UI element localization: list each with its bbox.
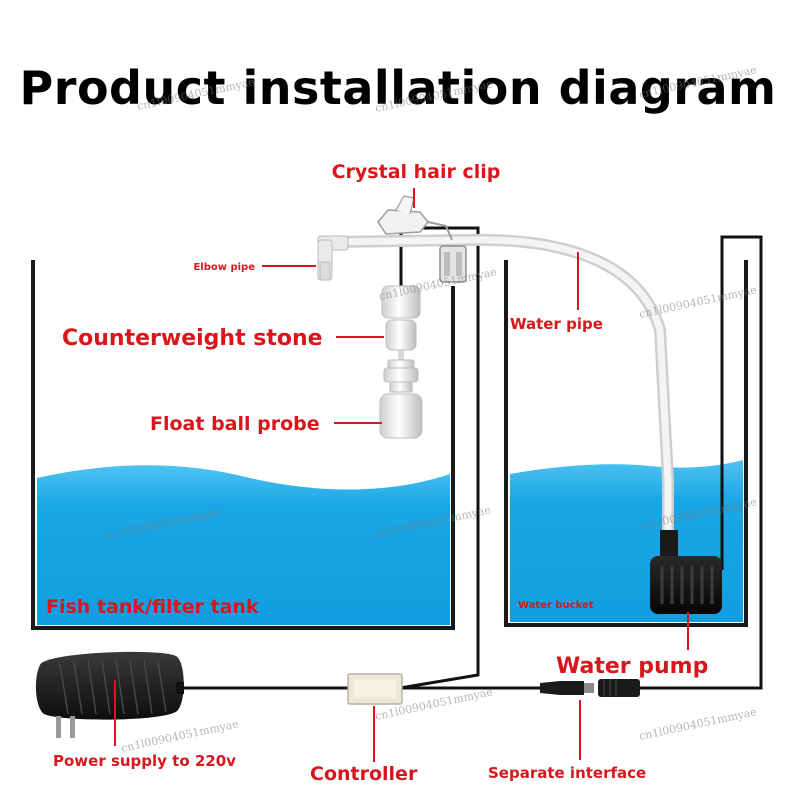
fish-tank-water	[37, 465, 450, 625]
label-separate-interface: Separate interface	[488, 764, 646, 782]
label-water-pipe: Water pipe	[510, 315, 603, 333]
label-power-supply: Power supply to 220v	[53, 752, 236, 770]
separate-interface-connector	[540, 679, 640, 697]
label-water-pump: Water pump	[556, 654, 708, 679]
pump-cable	[640, 235, 763, 690]
watermark: cn1l00904051mmyae	[120, 717, 240, 755]
watermark: cn1l00904051mmyae	[378, 265, 498, 303]
water-pump	[650, 530, 722, 614]
label-fish-tank: Fish tank/filter tank	[46, 596, 259, 618]
watermark: cn1l00904051mmyae	[638, 283, 758, 321]
label-counterweight-stone: Counterweight stone	[62, 326, 323, 351]
counterweight-stone-upper	[381, 285, 421, 319]
probe-cable	[399, 226, 480, 690]
label-controller: Controller	[310, 763, 418, 785]
crystal-hair-clip	[377, 195, 453, 241]
watermark: cn1l00904051mmyae	[638, 705, 758, 743]
water-bucket-outline	[504, 260, 748, 627]
power-adapter	[35, 651, 184, 738]
elbow-pipe	[317, 235, 349, 281]
label-float-ball-probe: Float ball probe	[150, 413, 320, 435]
label-crystal-hair-clip: Crystal hair clip	[332, 161, 501, 183]
tank-edge-clamp	[439, 245, 467, 283]
counterweight-stone-lower	[385, 319, 417, 351]
float-ball-probe	[379, 350, 423, 439]
label-water-bucket: Water bucket	[518, 600, 594, 611]
label-elbow-pipe: Elbow pipe	[193, 262, 255, 273]
controller-box	[347, 673, 403, 705]
page-title: Product installation diagram	[20, 61, 777, 115]
fish-tank-outline	[31, 260, 455, 630]
